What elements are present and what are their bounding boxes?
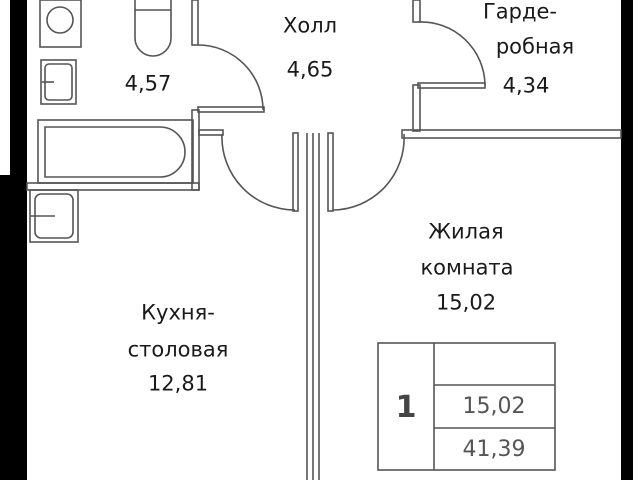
wardrobe-area: 4,34 (502, 73, 550, 98)
kitchen-area: 12,81 (147, 371, 209, 396)
kitchen-name-2: столовая (127, 337, 229, 362)
total-area: 41,39 (462, 437, 526, 462)
living-name-1: Жилая (428, 219, 504, 244)
living-name-2: комната (420, 255, 514, 280)
kitchen-name-1: Кухня- (141, 300, 215, 325)
washbasin-small (40, 59, 77, 105)
rooms-count: 1 (395, 390, 417, 425)
wardrobe-name-2: робная (495, 34, 575, 59)
washbasin-top (39, 0, 82, 48)
living-area: 15,02 (435, 290, 497, 315)
hall-area: 4,65 (286, 57, 334, 82)
summary-table (377, 342, 556, 471)
hall-name: Холл (282, 13, 338, 38)
bathroom-area: 4,57 (124, 71, 172, 96)
wardrobe-name-1: Гарде- (482, 0, 558, 24)
living-area-total: 15,02 (462, 394, 526, 419)
toilet (134, 0, 172, 57)
